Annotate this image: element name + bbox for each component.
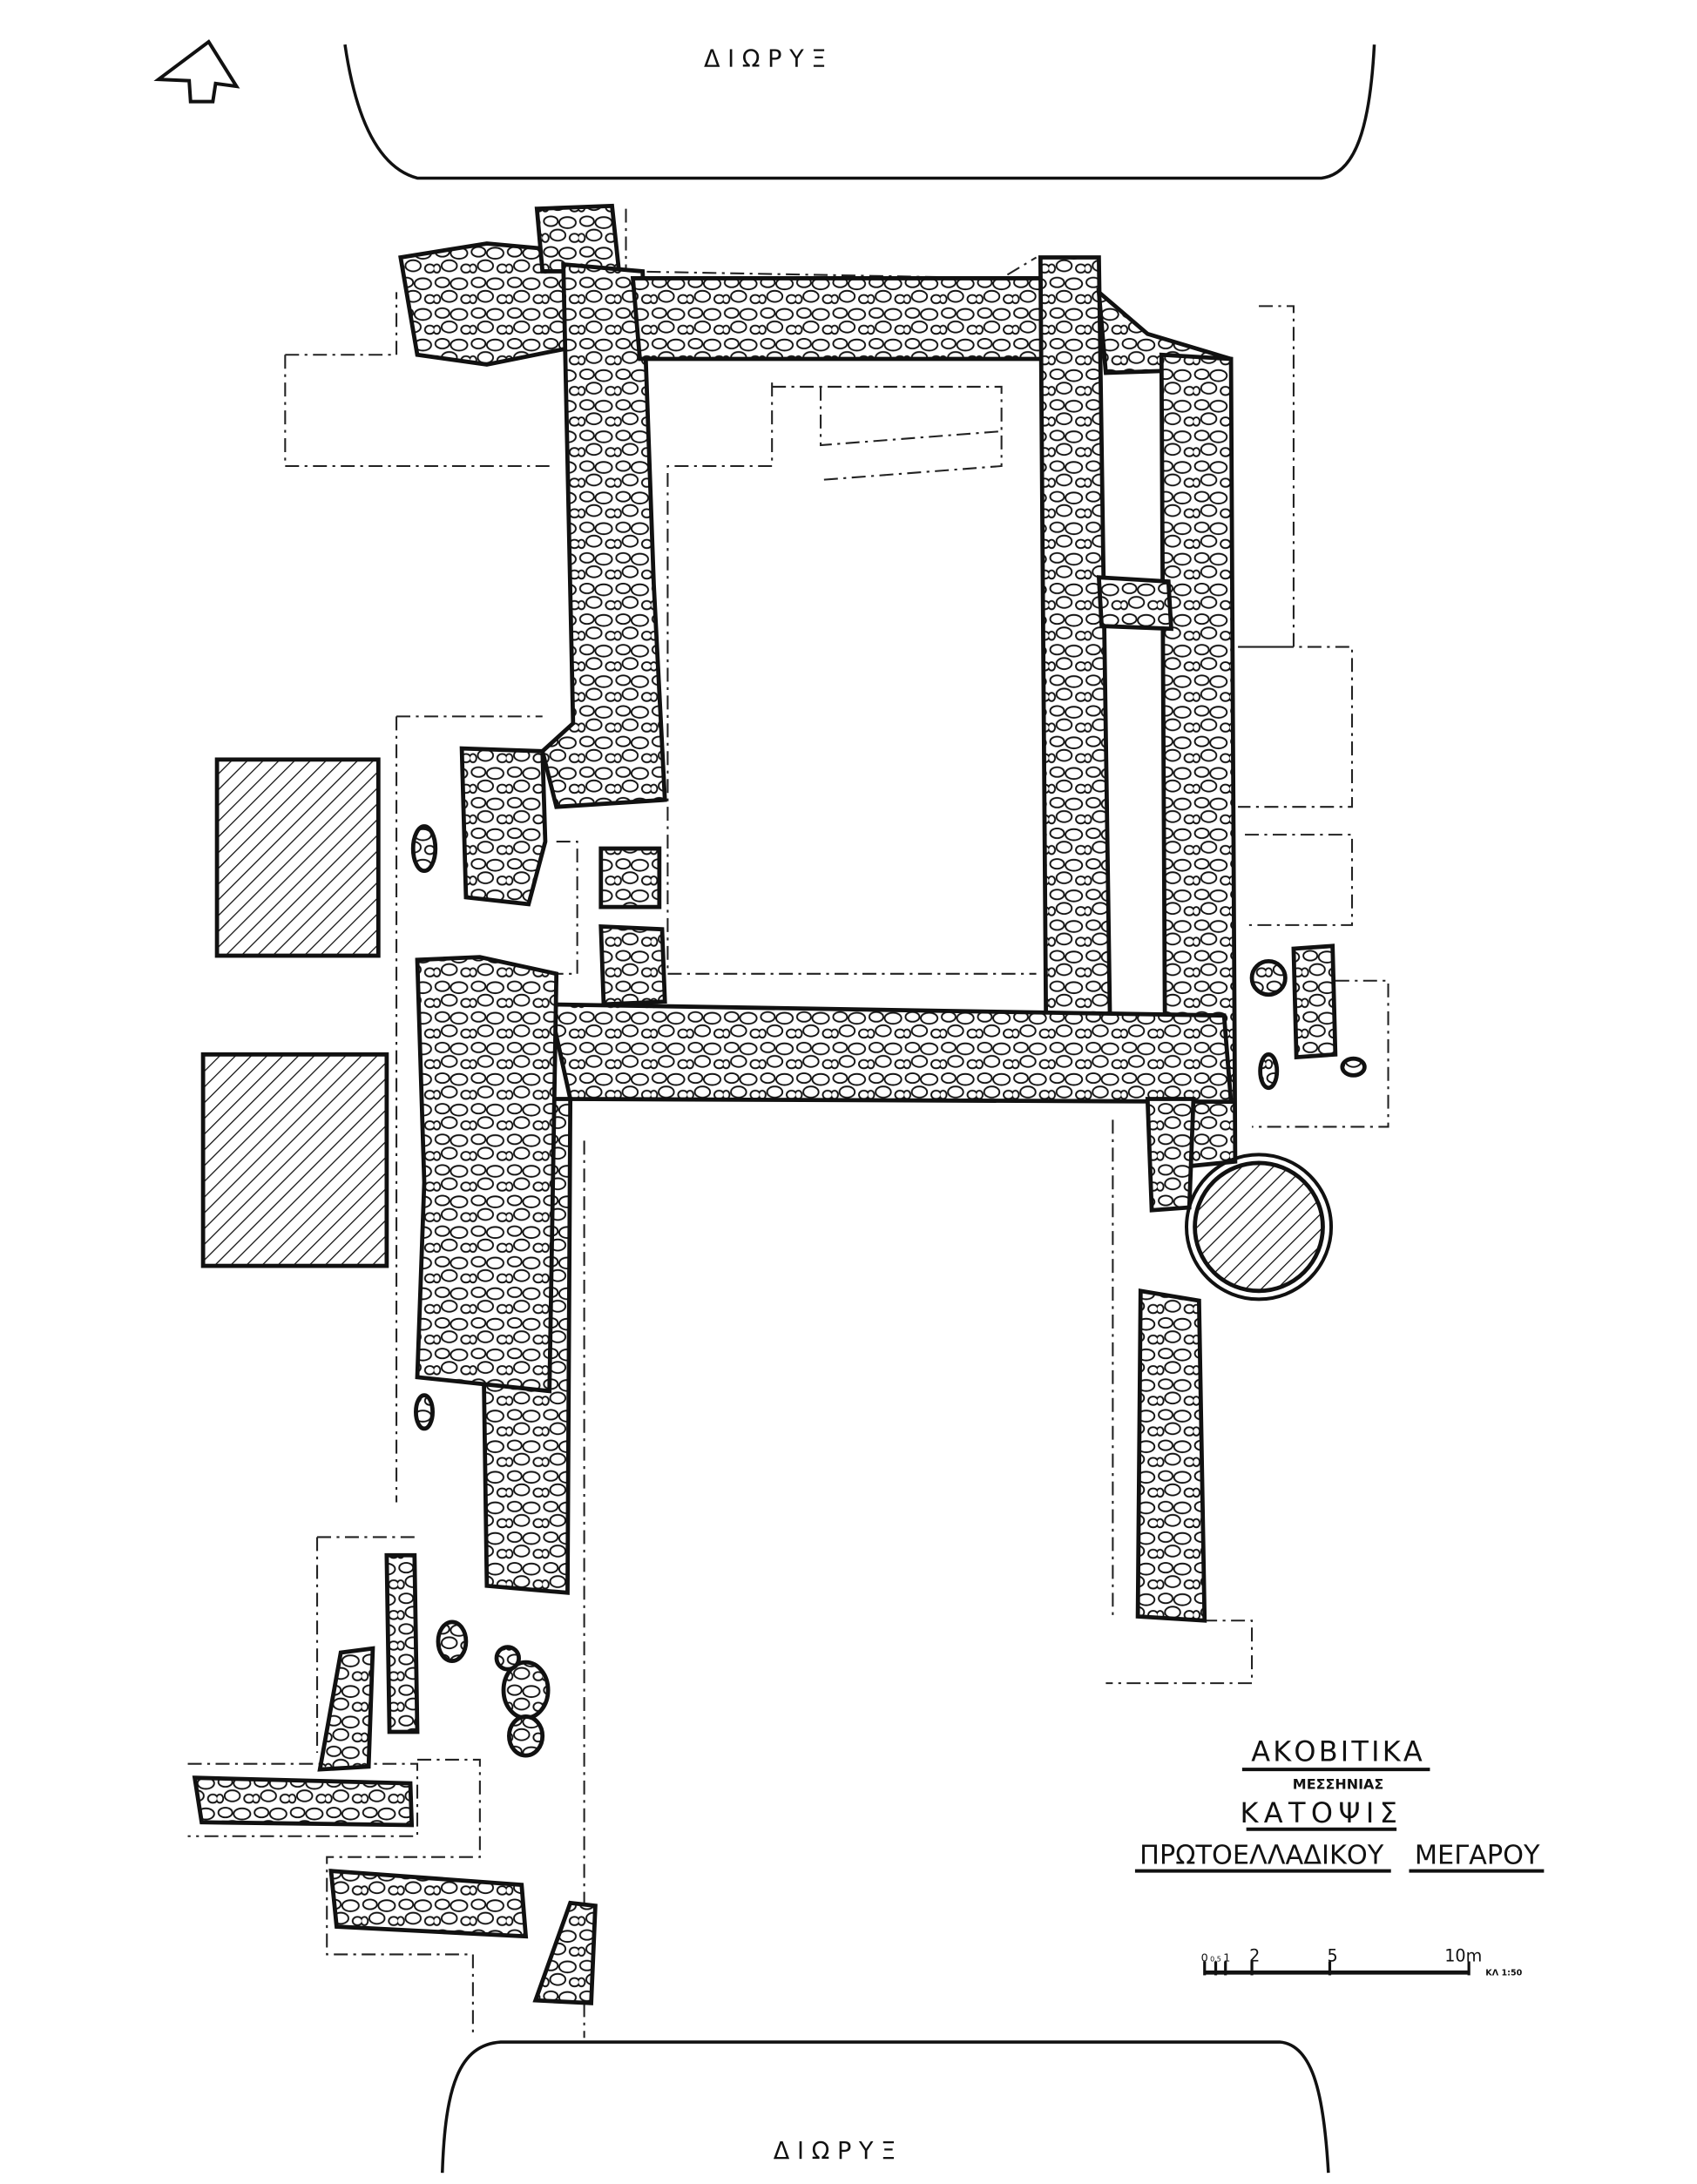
wall-fragment-east-small: [1291, 943, 1338, 1060]
scale-tick-0: 0: [1201, 1951, 1208, 1964]
wall-south-cross: [546, 1002, 1234, 1105]
wall-fragment-sw-a: [317, 1646, 375, 1772]
wall-north-west-stub: [534, 203, 622, 274]
scale-tick-5: 5: [1328, 1945, 1338, 1965]
wall-north: [630, 276, 1053, 362]
title-block: ΑΚΟΒΙΤΙΚΑ ΜΕΣΣΗΝΙΑΣ ΚΑΤΟΨΙΣ ΠΡΩΤΟΕΛΛΑΔΙΚ…: [1134, 1735, 1545, 1873]
loose-stone: [1249, 959, 1288, 997]
hatched-circle: [1185, 1153, 1334, 1302]
loose-stone: [1340, 1056, 1367, 1078]
north-arrow-icon: [153, 39, 240, 104]
wall-far-east: [1159, 352, 1238, 1171]
canal-bottom-outline: [441, 2040, 1330, 2174]
canal-top-label: Δ Ι Ω Ρ Υ Ξ: [704, 46, 826, 73]
excavation-trench-lines: [187, 208, 1389, 2039]
wall-fragment-center-b: [598, 923, 667, 1007]
loose-stone: [1258, 1051, 1280, 1091]
wall-east-crosswall: [1096, 575, 1173, 632]
wall-east-of-room: [1038, 255, 1112, 1030]
title-region: ΜΕΣΣΗΝΙΑΣ: [1293, 1775, 1383, 1792]
loose-stone: [494, 1645, 521, 1672]
wall-fragment-sw-d: [532, 1900, 598, 2005]
title-site: ΑΚΟΒΙΤΙΚΑ: [1251, 1735, 1425, 1768]
title-subject-2: ΜΕΓΑΡΟΥ: [1415, 1841, 1540, 1871]
stone-walls: [192, 203, 1367, 2005]
title-subject-1: ΠΡΩΤΟΕΛΛΑΔΙΚΟΥ: [1139, 1841, 1384, 1871]
wall-fragment-sw-c: [328, 1869, 529, 1939]
loose-stone: [436, 1619, 469, 1663]
scale-tick-05: 0.5: [1210, 1955, 1221, 1963]
wall-fragment-west-upper: [459, 746, 548, 907]
loose-stone: [414, 1393, 435, 1431]
scale-tick-2: 2: [1249, 1945, 1260, 1965]
rubble-west: [415, 955, 559, 1394]
hatched-square-upper: [214, 757, 381, 958]
hatched-square-lower: [200, 1051, 389, 1268]
scale-tick-1: 1: [1223, 1951, 1230, 1964]
loose-stone: [410, 824, 438, 874]
scale-ratio: ΚΛ 1:50: [1485, 1968, 1522, 1978]
loose-stone: [507, 1714, 545, 1758]
wall-south-east: [1135, 1288, 1207, 1623]
canal-bottom-label: Δ Ι Ω Ρ Υ Ξ: [774, 2138, 896, 2165]
wall-fragment-center-a: [598, 846, 662, 909]
wall-south-stub: [1145, 1097, 1196, 1213]
wall-narrow-strip: [384, 1552, 420, 1734]
scale-tick-10: 10m: [1444, 1945, 1482, 1965]
wall-fragment-sw-b: [192, 1775, 415, 1828]
title-plan: ΚΑΤΟΨΙΣ: [1240, 1796, 1403, 1829]
canal-top-outline: [343, 44, 1376, 180]
scale-bar: 0 0.5 1 2 5 10m ΚΛ 1:50: [1201, 1945, 1523, 1978]
